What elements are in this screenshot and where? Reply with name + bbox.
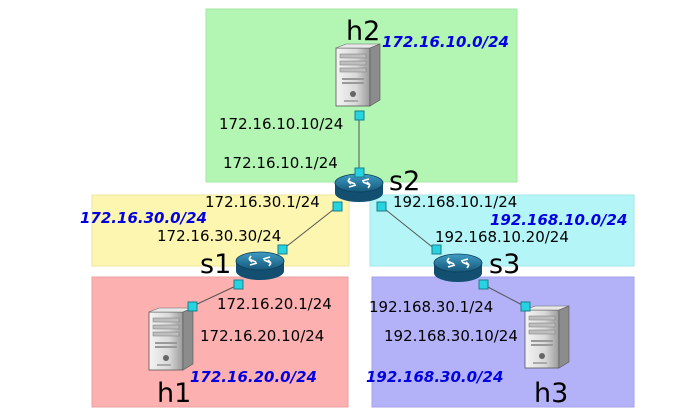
port-s2-right bbox=[376, 201, 387, 212]
address-s2-left-if: 172.16.30.1/24 bbox=[205, 193, 320, 211]
switch-s3-label: s3 bbox=[489, 249, 520, 280]
address-s3-top-if: 192.168.10.20/24 bbox=[435, 228, 569, 246]
port-h3 bbox=[520, 301, 531, 312]
zone-h1-network bbox=[91, 276, 349, 408]
zone-h3-network bbox=[371, 276, 635, 408]
address-s1-top-if: 172.16.30.30/24 bbox=[157, 227, 281, 245]
port-s3-bottom bbox=[478, 279, 489, 290]
port-s2-top bbox=[354, 167, 365, 178]
address-s2-top-if: 172.16.10.1/24 bbox=[223, 154, 338, 172]
port-h1 bbox=[187, 301, 198, 312]
host-h3-icon bbox=[524, 305, 570, 369]
address-h2-if: 172.16.10.10/24 bbox=[219, 115, 343, 133]
host-h2-label: h2 bbox=[346, 16, 380, 47]
link-s3-h3 bbox=[483, 284, 527, 308]
zone-s3-network bbox=[369, 194, 635, 267]
network-label-bottom-left: 172.16.20.0/24 bbox=[190, 368, 317, 386]
address-h3-if: 192.168.30.10/24 bbox=[384, 327, 518, 345]
switch-s2-label: s2 bbox=[389, 166, 420, 197]
network-label-bottom-right: 192.168.30.0/24 bbox=[366, 368, 503, 386]
link-s2-s1 bbox=[281, 205, 339, 251]
network-label-left: 172.16.30.0/24 bbox=[80, 209, 207, 227]
port-s1-top bbox=[277, 244, 288, 255]
address-s3-bottom-if: 192.168.30.1/24 bbox=[369, 298, 493, 316]
port-h2 bbox=[354, 110, 365, 121]
network-label-top: 172.16.10.0/24 bbox=[382, 33, 509, 51]
link-s1-h1 bbox=[192, 284, 239, 307]
link-s2-s3 bbox=[380, 205, 437, 251]
host-h1-label: h1 bbox=[157, 378, 191, 409]
address-s1-bottom-if: 172.16.20.1/24 bbox=[217, 295, 332, 313]
host-h3-label: h3 bbox=[534, 378, 568, 409]
network-label-right: 192.168.10.0/24 bbox=[490, 211, 627, 229]
port-s3-top bbox=[431, 244, 442, 255]
port-s2-left bbox=[332, 201, 343, 212]
host-h2-icon bbox=[335, 43, 381, 107]
switch-s3-icon bbox=[433, 253, 483, 283]
host-h1-icon bbox=[148, 307, 194, 371]
port-s1-bottom bbox=[233, 279, 244, 290]
interface-ports bbox=[187, 110, 531, 312]
address-h1-if: 172.16.20.10/24 bbox=[200, 327, 324, 345]
switch-s2-icon bbox=[334, 173, 384, 203]
switch-s1-icon bbox=[235, 251, 285, 281]
address-s2-right-if: 192.168.10.1/24 bbox=[393, 193, 517, 211]
switch-s1-label: s1 bbox=[200, 249, 231, 280]
